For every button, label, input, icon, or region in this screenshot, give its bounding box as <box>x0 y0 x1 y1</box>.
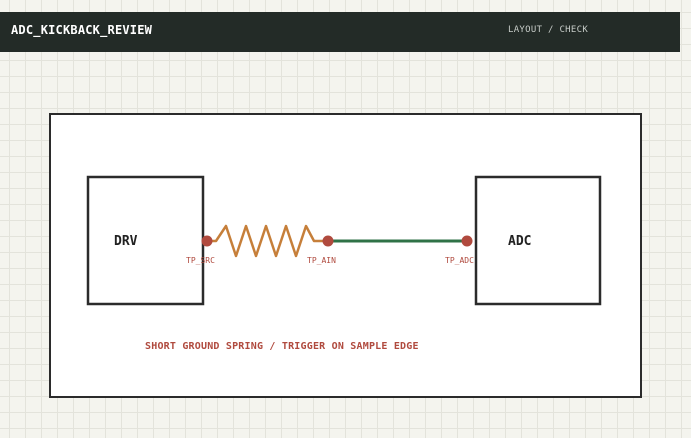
driver-label: DRV <box>114 234 138 249</box>
tp-adc-label: TP_ADC <box>445 256 474 265</box>
adc-block[interactable] <box>474 175 602 306</box>
series-resistor <box>207 224 328 258</box>
tp-adc-probe-dot[interactable] <box>461 235 473 247</box>
app-title: ADC_KICKBACK_REVIEW <box>11 23 153 37</box>
driver-block[interactable] <box>86 175 205 306</box>
layout-check-nav[interactable]: LAYOUT / CHECK <box>508 25 589 35</box>
tp-ain-probe-dot[interactable] <box>322 235 334 247</box>
header-bar: ADC_KICKBACK_REVIEW LAYOUT / CHECK <box>0 12 680 52</box>
probe-note: SHORT GROUND SPRING / TRIGGER ON SAMPLE … <box>145 341 419 352</box>
tp-ain-label: TP_AIN <box>307 256 336 265</box>
adc-label: ADC <box>508 234 531 249</box>
tp-src-probe-dot[interactable] <box>201 235 213 247</box>
tp-src-label: TP_SRC <box>186 256 215 265</box>
